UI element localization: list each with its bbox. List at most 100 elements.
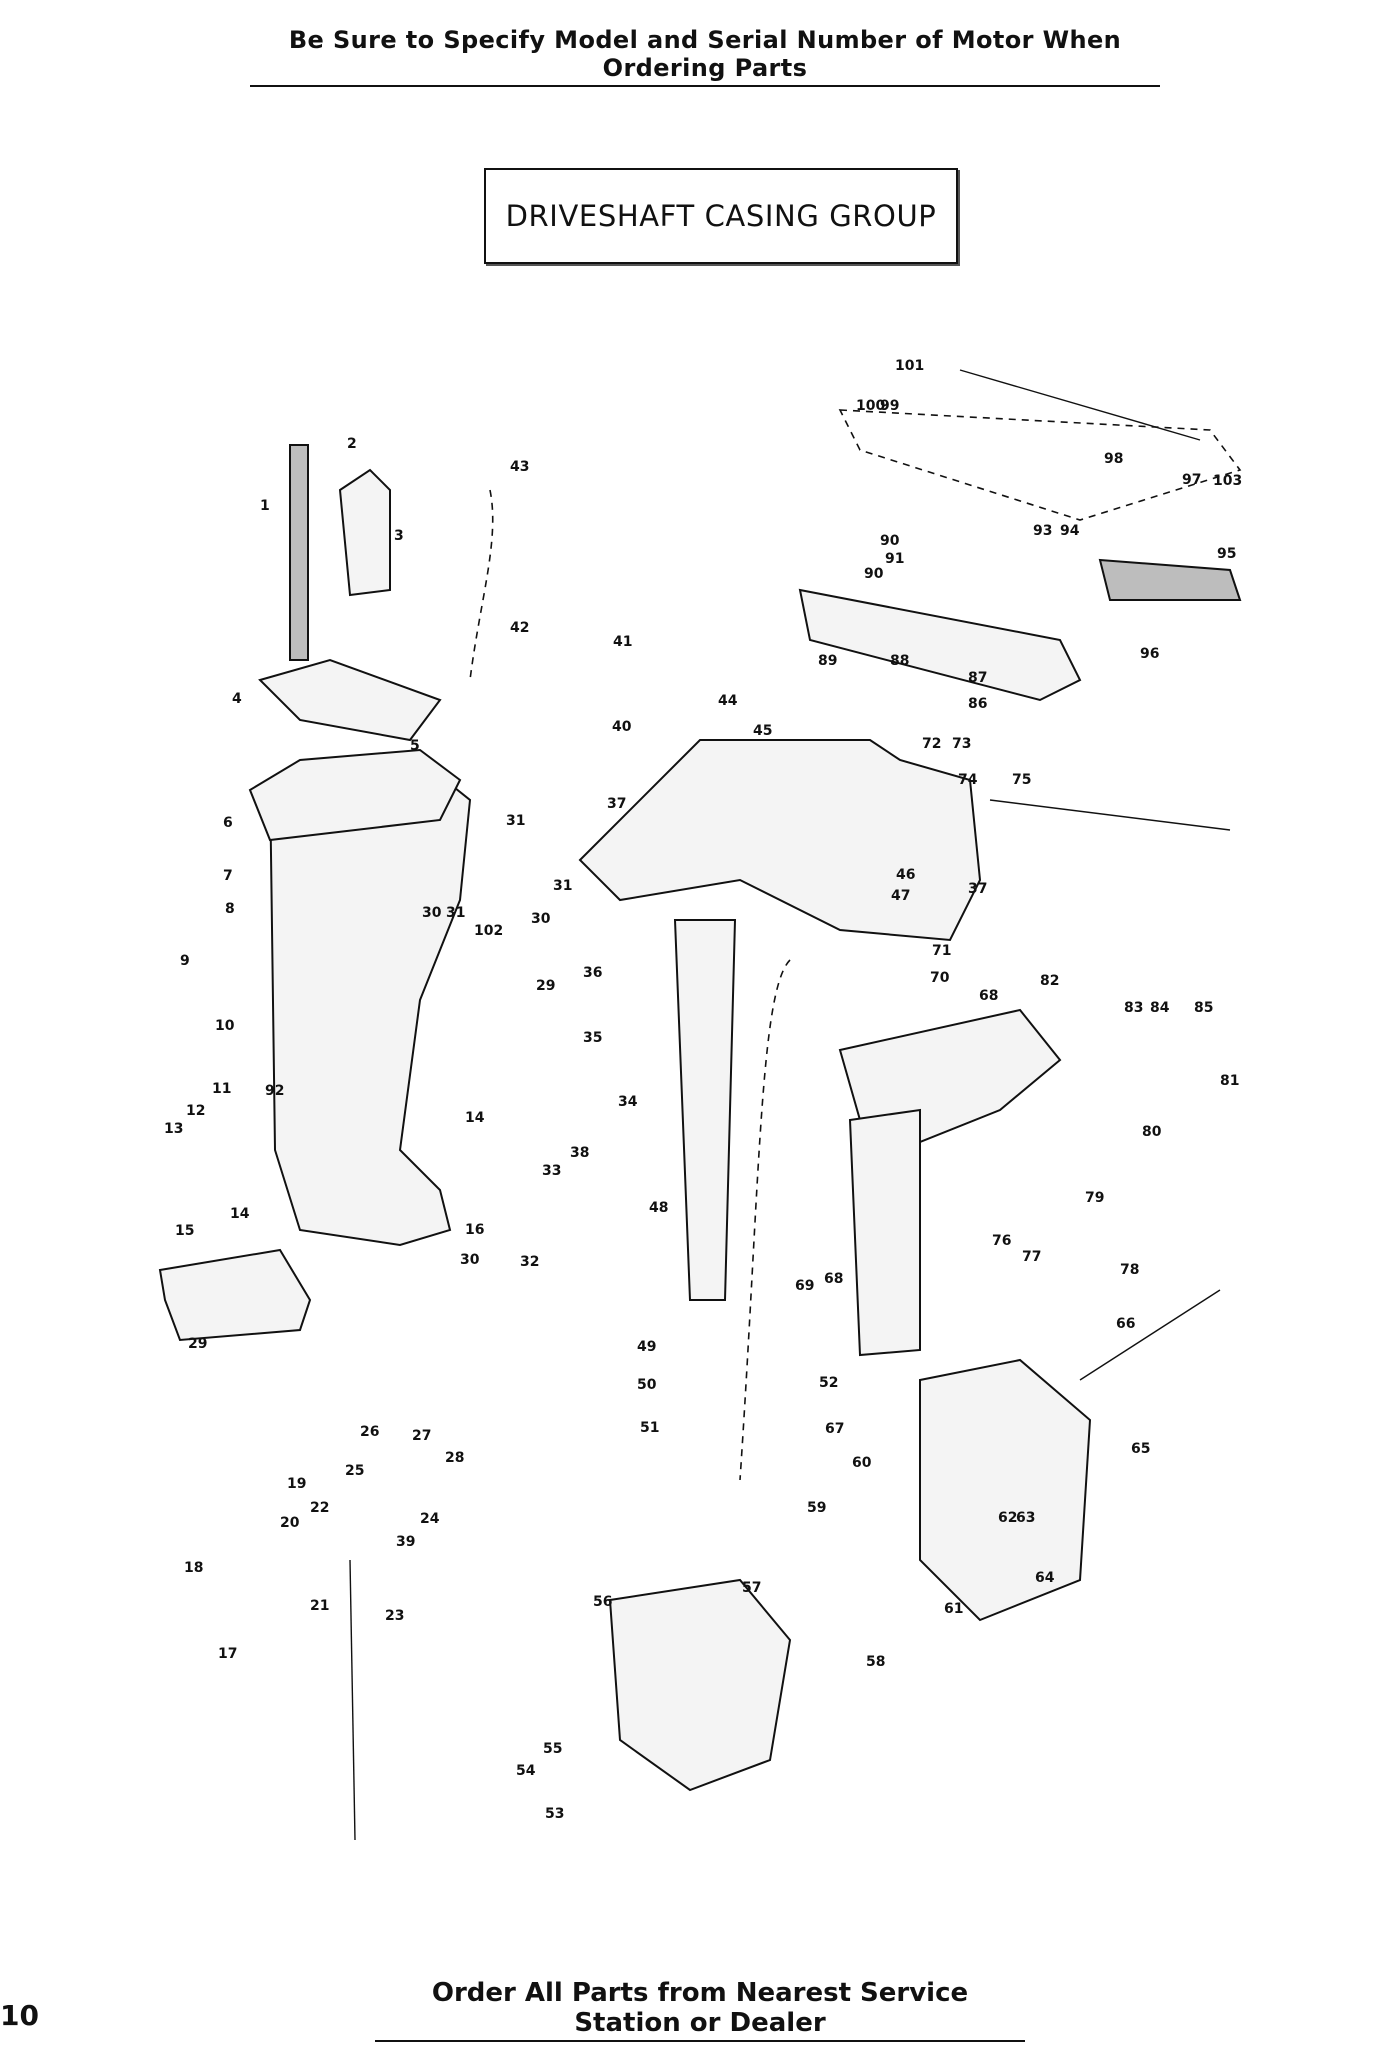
part-label: 10 — [215, 1018, 235, 1034]
part-label: 35 — [583, 1030, 602, 1046]
part-label: 5 — [410, 738, 420, 754]
part-label: 6 — [223, 815, 233, 831]
part-label: 34 — [618, 1094, 638, 1110]
part-label: 48 — [649, 1200, 668, 1216]
part-label: 69 — [795, 1278, 814, 1294]
part-label: 57 — [742, 1580, 761, 1596]
part-label: 70 — [930, 970, 950, 986]
control-rod-outline — [838, 409, 1242, 521]
shaft-path — [739, 959, 791, 1481]
part-label: 33 — [542, 1163, 561, 1179]
link-rod — [349, 1559, 356, 1841]
part-label: 62 — [998, 1510, 1017, 1526]
part-label: 31 — [506, 813, 525, 829]
part-label: 89 — [818, 653, 837, 669]
part-label: 63 — [1016, 1510, 1035, 1526]
part-label: 24 — [420, 1511, 440, 1527]
tiller-handle — [798, 588, 1082, 702]
part-label: 27 — [412, 1428, 431, 1444]
part-label: 30 — [422, 905, 442, 921]
part-label: 92 — [265, 1083, 284, 1099]
twist-grip — [1098, 558, 1242, 601]
page-title: DRIVESHAFT CASING GROUP — [484, 168, 958, 264]
part-label: 44 — [718, 693, 738, 709]
part-label: 83 — [1124, 1000, 1143, 1016]
part-label: 66 — [1116, 1316, 1135, 1332]
part-label: 103 — [1213, 473, 1242, 489]
part-label: 102 — [474, 923, 503, 939]
part-label: 37 — [607, 796, 626, 812]
part-label: 54 — [516, 1763, 536, 1779]
part-label: 9 — [180, 953, 190, 969]
part-label: 29 — [536, 978, 555, 994]
gasket — [258, 658, 442, 742]
part-label: 81 — [1220, 1073, 1239, 1089]
part-label: 73 — [952, 736, 971, 752]
part-label: 84 — [1150, 1000, 1170, 1016]
part-label: 101 — [895, 358, 924, 374]
part-label: 38 — [570, 1145, 589, 1161]
tie-rod — [989, 799, 1231, 831]
part-label: 97 — [1182, 472, 1201, 488]
part-label: 68 — [979, 988, 998, 1004]
part-label: 85 — [1194, 1000, 1213, 1016]
part-label: 74 — [958, 772, 978, 788]
part-label: 12 — [186, 1103, 205, 1119]
part-label: 16 — [465, 1222, 484, 1238]
part-label: 31 — [553, 878, 572, 894]
part-label: 30 — [460, 1252, 480, 1268]
part-label: 99 — [880, 398, 899, 414]
part-label: 65 — [1131, 1441, 1150, 1457]
part-label: 56 — [593, 1594, 612, 1610]
part-label: 46 — [896, 867, 915, 883]
part-label: 76 — [992, 1233, 1011, 1249]
part-label: 94 — [1060, 523, 1080, 539]
part-label: 55 — [543, 1741, 562, 1757]
part-label: 100 — [856, 398, 885, 414]
part-label: 45 — [753, 723, 772, 739]
part-label: 79 — [1085, 1190, 1104, 1206]
part-label: 80 — [1142, 1124, 1162, 1140]
part-label: 43 — [510, 459, 529, 475]
part-label: 40 — [612, 719, 632, 735]
stern-bracket-right — [919, 1358, 1092, 1622]
part-label: 78 — [1120, 1262, 1139, 1278]
part-label: 31 — [446, 905, 465, 921]
part-label: 58 — [866, 1654, 885, 1670]
part-label: 28 — [445, 1450, 464, 1466]
part-label: 11 — [212, 1081, 231, 1097]
part-label: 3 — [394, 528, 404, 544]
swivel-bracket — [578, 739, 982, 942]
part-label: 61 — [944, 1601, 963, 1617]
top-note: Be Sure to Specify Model and Serial Numb… — [250, 26, 1160, 87]
part-label: 67 — [825, 1421, 844, 1437]
part-label: 39 — [396, 1534, 415, 1550]
part-label: 86 — [968, 696, 987, 712]
part-label: 26 — [360, 1424, 379, 1440]
part-label: 82 — [1040, 973, 1059, 989]
part-label: 75 — [1012, 772, 1031, 788]
part-label: 18 — [184, 1560, 203, 1576]
part-label: 88 — [890, 653, 909, 669]
rubber-mount-plate — [158, 1248, 312, 1342]
exhaust-plate — [248, 748, 462, 842]
part-label: 17 — [218, 1646, 237, 1662]
part-label: 53 — [545, 1806, 564, 1822]
part-label: 14 — [465, 1110, 485, 1126]
part-label: 93 — [1033, 523, 1052, 539]
part-label: 41 — [613, 634, 632, 650]
part-label: 20 — [280, 1515, 300, 1531]
part-label: 77 — [1022, 1249, 1041, 1265]
part-label: 4 — [232, 691, 242, 707]
part-label: 90 — [880, 533, 900, 549]
part-label: 21 — [310, 1598, 329, 1614]
part-label: 95 — [1217, 546, 1236, 562]
part-label: 98 — [1104, 451, 1123, 467]
part-label: 49 — [637, 1339, 656, 1355]
part-label: 68 — [824, 1271, 843, 1287]
part-label: 29 — [188, 1336, 207, 1352]
seal-strip — [289, 444, 309, 661]
driveshaft-housing — [268, 758, 472, 1247]
part-label: 7 — [223, 868, 233, 884]
